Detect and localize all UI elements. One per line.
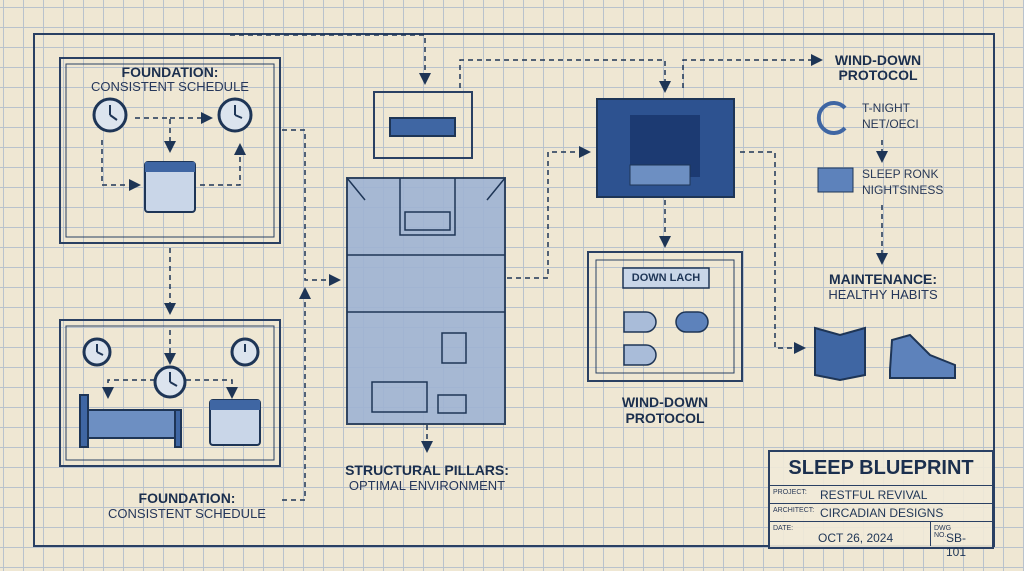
toggle-switch: [675, 311, 709, 333]
cycle-clock-icon: [816, 101, 847, 135]
project-label: PROJECT:: [773, 489, 807, 496]
item1-line1: T-NIGHT: [862, 101, 910, 115]
monitor-icon: [817, 167, 854, 193]
item1-line2: NET/OECI: [862, 117, 919, 131]
structural-title: STRUCTURAL PILLARS:: [345, 462, 509, 478]
wind-down-center-title-1: WIND-DOWN: [621, 394, 709, 410]
dwg-value: SB-101: [946, 531, 967, 559]
wind-down-center-title-2: PROTOCOL: [625, 410, 705, 426]
bed-icon: [79, 117, 456, 448]
foundation-bottom-title: FOUNDATION:: [138, 490, 236, 506]
date-label: DATE:: [773, 525, 794, 532]
foundation-bottom-subtitle: CONSISTENT SCHEDULE: [108, 506, 266, 521]
foundation-top-subtitle: CONSISTENT SCHEDULE: [91, 79, 249, 94]
project-value: RESTFUL REVIVAL: [820, 488, 928, 502]
architect-value: CIRCADIAN DESIGNS: [820, 506, 944, 520]
date-value: OCT 26, 2024: [818, 531, 894, 545]
title-block: SLEEP BLUEPRINT PROJECT: RESTFUL REVIVAL…: [768, 450, 994, 559]
title-block-title: SLEEP BLUEPRINT: [788, 457, 974, 479]
architect-label: ARCHITECT:: [773, 507, 815, 514]
book-icon: [814, 326, 866, 382]
outer-border: [33, 33, 995, 547]
maintenance-title: MAINTENANCE:: [828, 271, 938, 287]
foundation-top-box: [59, 57, 281, 244]
wind-down-right-title-2: PROTOCOL: [838, 67, 918, 83]
maintenance-subtitle: HEALTHY HABITS: [828, 287, 938, 302]
wind-down-panel: [587, 251, 743, 382]
foundation-bottom-box: [59, 319, 281, 467]
item2-line2: NIGHTSINESS: [862, 183, 944, 197]
dwg-label: DWG NO.: [934, 525, 952, 539]
down-lach-label: DOWN LACH: [631, 272, 701, 284]
bed-box: [373, 91, 473, 159]
wind-down-right-title-1: WIND-DOWN: [834, 52, 922, 68]
down-lach-label-box: [622, 267, 710, 289]
flow-arrows: [101, 34, 888, 501]
toggle-icon: [623, 311, 657, 333]
sneaker-icon: [889, 333, 956, 379]
structural-subtitle: OPTIMAL ENVIRONMENT: [348, 478, 506, 493]
foundation-top-title: FOUNDATION:: [121, 64, 219, 80]
house-cutaway: [346, 177, 506, 425]
clock-icon: [82, 97, 260, 399]
item2-line1: SLEEP RONK: [862, 167, 939, 181]
